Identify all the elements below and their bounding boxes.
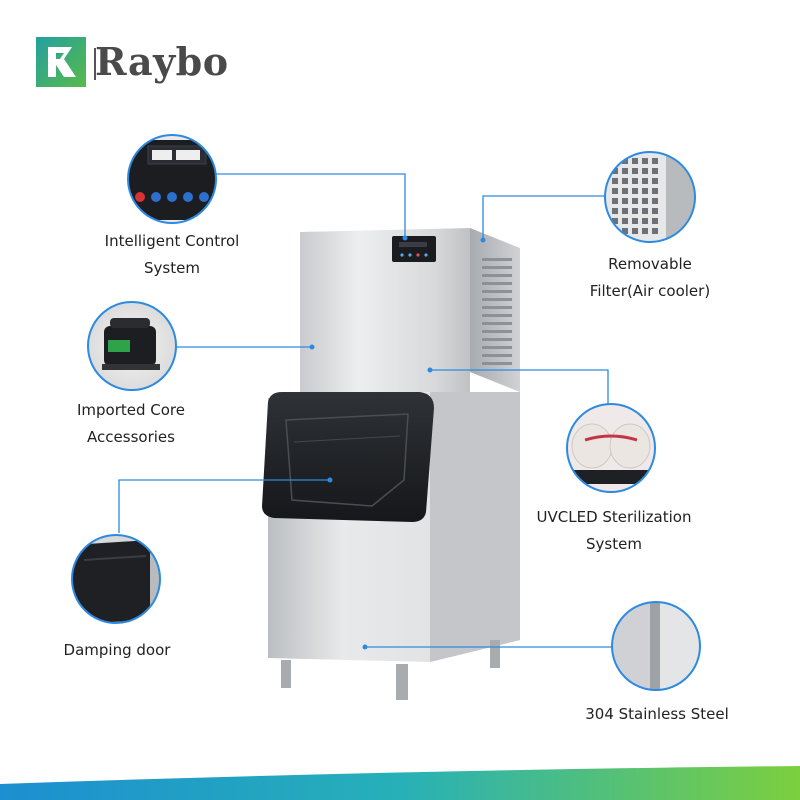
label-steel: 304 Stainless Steel bbox=[585, 705, 729, 723]
brand-logo-icon bbox=[36, 37, 86, 87]
label-damping: Damping door bbox=[63, 641, 171, 659]
logo-divider bbox=[94, 48, 96, 80]
compressor-icon bbox=[87, 301, 177, 391]
damping-door-icon bbox=[71, 534, 161, 624]
vent-grille bbox=[482, 258, 512, 365]
uv-led-icon bbox=[566, 403, 656, 493]
control-panel-icon bbox=[127, 134, 217, 224]
filter-grid-icon bbox=[604, 151, 696, 243]
brand-name: Raybo bbox=[95, 39, 229, 84]
steel-panel-icon bbox=[611, 601, 701, 691]
